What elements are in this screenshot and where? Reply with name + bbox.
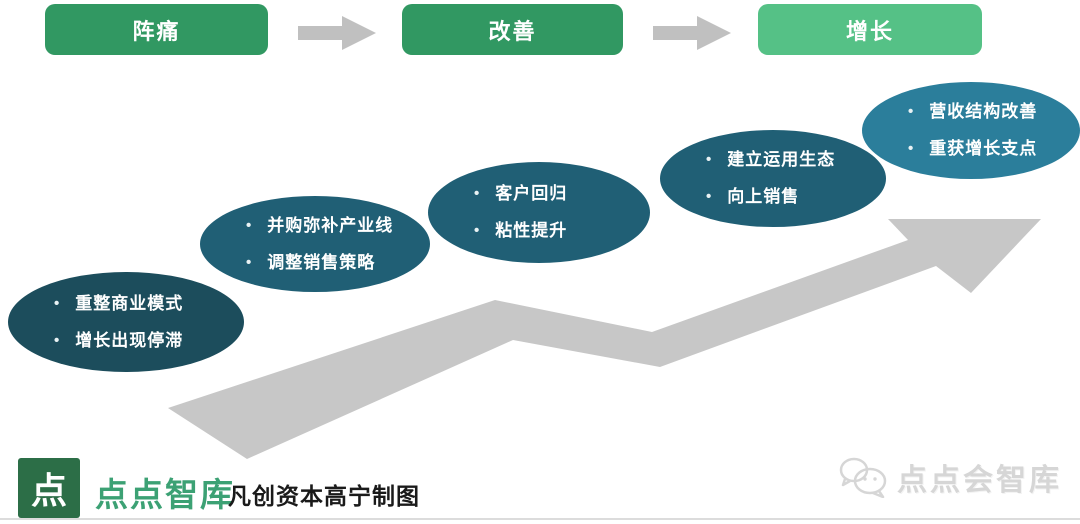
watermark-text: 点点会智库 xyxy=(897,464,1062,497)
bubble-item-text: 重整商业模式 xyxy=(75,293,184,313)
bubble-item: • 重获增长支点 xyxy=(908,137,1080,161)
footer-divider xyxy=(0,518,1080,520)
zigzag-growth-arrow-shape xyxy=(168,219,1041,459)
stage-pill-growth: 增长 xyxy=(758,4,982,55)
bullet-icon: • xyxy=(908,103,915,120)
bubble-item: • 建立运用生态 xyxy=(706,148,886,172)
stage-pill-pain-label: 阵痛 xyxy=(132,18,181,44)
brand-logo-glyph: 点 xyxy=(30,470,67,511)
bubble-item-text: 客户回归 xyxy=(495,184,568,203)
credit-text: 凡创资本高宁制图 xyxy=(228,483,420,509)
stage-pill-improve-label: 改善 xyxy=(488,18,537,44)
brand-name: 点点智库 xyxy=(95,476,235,513)
bullet-icon: • xyxy=(908,140,915,157)
bubble-item-text: 建立运用生态 xyxy=(727,150,836,169)
stage-pill-pain: 阵痛 xyxy=(45,4,268,55)
bubble-item-text: 重获增长支点 xyxy=(929,139,1038,158)
bubble-item-text: 调整销售策略 xyxy=(267,252,376,272)
bubble-item-text: 粘性提升 xyxy=(495,221,568,240)
bubble-item: • 粘性提升 xyxy=(474,219,650,243)
bubble-item-text: 并购弥补产业线 xyxy=(267,215,394,235)
bubble-item-text: 营收结构改善 xyxy=(929,102,1038,121)
bullet-icon: • xyxy=(54,331,61,349)
bubble-item: • 营收结构改善 xyxy=(908,100,1080,124)
bubble-item: • 重整商业模式 xyxy=(54,292,244,316)
bubble-item: • 增长出现停滞 xyxy=(54,329,244,353)
bullet-icon: • xyxy=(706,188,713,205)
bullet-icon: • xyxy=(246,216,253,234)
flow-arrow-icon xyxy=(653,16,731,50)
flow-arrow-shape xyxy=(298,16,376,50)
bubble-item: • 调整销售策略 xyxy=(246,251,430,275)
bubble-item-text: 增长出现停滞 xyxy=(75,330,184,350)
stage-pill-growth-label: 增长 xyxy=(845,18,894,44)
brand-logo: 点 xyxy=(18,458,80,518)
bullet-icon: • xyxy=(706,151,713,168)
footer: 点 点点智库 凡创资本高宁制图 xyxy=(0,458,1080,524)
wechat-icon xyxy=(839,457,887,498)
stage-pill-improve: 改善 xyxy=(402,4,623,55)
bubble-ecosystem-stage: • 建立运用生态 • 向上销售 xyxy=(660,130,886,227)
bubble-item: • 客户回归 xyxy=(474,182,650,206)
bullet-icon: • xyxy=(474,222,481,239)
flow-arrow-shape xyxy=(653,16,731,50)
bubble-item-text: 向上销售 xyxy=(727,187,800,206)
bubble-customer-stage: • 客户回归 • 粘性提升 xyxy=(428,162,650,263)
bullet-icon: • xyxy=(246,253,253,271)
watermark: 点点会智库 xyxy=(837,455,1062,499)
bubble-adjust-stage: • 并购弥补产业线 • 调整销售策略 xyxy=(200,196,430,292)
bullet-icon: • xyxy=(474,185,481,202)
bubble-item: • 并购弥补产业线 xyxy=(246,214,430,238)
flow-arrow-icon xyxy=(298,16,376,50)
bullet-icon: • xyxy=(54,294,61,312)
bubble-item: • 向上销售 xyxy=(706,185,886,209)
bubble-pain-stage: • 重整商业模式 • 增长出现停滞 xyxy=(8,272,244,372)
bubble-growth-stage: • 营收结构改善 • 重获增长支点 xyxy=(862,82,1080,179)
